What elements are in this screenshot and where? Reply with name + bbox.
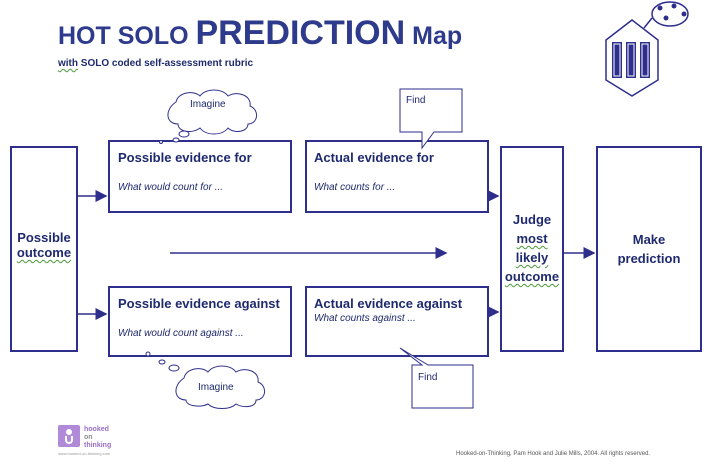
actual-evidence-against-heading: Actual evidence against	[314, 296, 463, 311]
judge-line2: most	[516, 231, 548, 246]
logo-url: www.hooked-on-thinking.com	[58, 451, 111, 456]
logo-line2: on	[84, 434, 93, 441]
title-prediction: PREDICTION	[195, 14, 406, 52]
solo-taxonomy-icon	[605, 1, 689, 97]
subtitle-text: SOLO coded self-assessment rubric	[78, 58, 254, 69]
possible-evidence-for-prompt: What would count for ...	[118, 182, 224, 193]
logo-line3: thinking	[84, 442, 112, 449]
make-prediction-line1: Make	[632, 232, 666, 247]
imagine-top-label: Imagine	[190, 99, 226, 110]
possible-evidence-for-box: Possible evidence for What would count f…	[108, 140, 292, 213]
speech-callout-top-icon	[399, 88, 463, 150]
actual-evidence-for-box: Actual evidence for What counts for ...	[305, 140, 489, 213]
page-title: HOT SOLO PREDICTION Map	[58, 14, 462, 53]
actual-evidence-against-box: Actual evidence against What counts agai…	[305, 286, 489, 357]
actual-evidence-against-prompt: What counts against ...	[314, 313, 416, 324]
actual-evidence-for-heading: Actual evidence for	[314, 150, 434, 165]
thought-cloud-bottom-icon	[145, 351, 265, 409]
actual-evidence-for-prompt: What counts for ...	[314, 182, 396, 193]
thought-cloud-top-icon	[159, 89, 257, 144]
make-prediction-line2: prediction	[617, 251, 681, 266]
possible-evidence-against-prompt: What would count against ...	[118, 328, 244, 339]
possible-outcome-line2: outcome	[16, 245, 72, 260]
judge-line3: likely	[515, 250, 549, 265]
logo-text: hooked on thinking	[84, 426, 111, 450]
footer-copyright: Hooked-on-Thinking, Pam Hook and Julie M…	[456, 451, 651, 457]
imagine-bottom-label: Imagine	[198, 382, 234, 393]
possible-outcome-line1: Possible	[17, 230, 71, 245]
logo-line1: hooked	[84, 426, 109, 433]
hooked-logo-icon	[58, 425, 80, 447]
subtitle-with: with	[58, 58, 78, 69]
make-prediction-box: Make prediction	[596, 146, 702, 352]
judge-line1: Judge	[512, 212, 552, 227]
possible-evidence-against-heading: Possible evidence against	[118, 296, 280, 311]
find-top-label: Find	[406, 95, 426, 106]
title-map: Map	[405, 22, 463, 50]
find-bottom-label: Find	[418, 372, 438, 383]
possible-evidence-for-heading: Possible evidence for	[118, 150, 252, 165]
title-hot-solo: HOT SOLO	[58, 22, 196, 50]
subtitle: with SOLO coded self-assessment rubric	[58, 58, 253, 69]
judge-outcome-box: Judge most likely outcome	[500, 146, 564, 352]
possible-evidence-against-box: Possible evidence against What would cou…	[108, 286, 292, 357]
possible-outcome-box: Possible outcome	[10, 146, 78, 352]
judge-line4: outcome	[504, 269, 560, 284]
speech-callout-bottom-icon	[399, 347, 474, 409]
